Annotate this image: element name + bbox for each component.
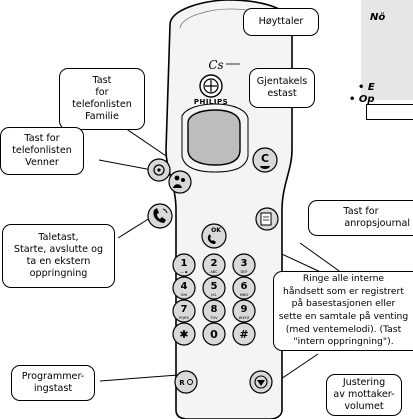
redial-callout: Gjentakels estast [249,68,315,108]
callout-line: Tast for [24,133,60,144]
keypad-digit: 5 [211,281,218,292]
keypad-digit: 2 [211,258,218,269]
keypad-letters: TUV [209,316,218,320]
display-screen [187,109,241,166]
intercom-ok-key[interactable]: OK [201,223,227,249]
callout-line: telefonlisten [72,99,132,110]
keypad-digit: 9 [241,304,248,315]
keypad-digit: 4 [181,281,188,292]
keypad-letters: GHI [181,293,188,297]
keypad-digit: ✱ [179,328,188,341]
keypad-digit: 7 [181,304,188,315]
talk-key[interactable] [147,203,173,229]
callout-line: Tast [92,75,112,86]
callout-line: Justering [342,377,386,388]
callout-line: Venner [25,157,59,168]
callout-line: "intern oppringning"). [293,336,394,348]
side-info-panel [361,0,413,100]
keypad-key[interactable]: # [232,322,256,346]
side-text-1: Nö [370,12,386,23]
callout-line: (med ventemelodi). (Tast [285,323,402,335]
program-r-key[interactable]: R [174,370,198,394]
keypad-letters: JKL [210,293,216,297]
keypad-digit: 6 [241,281,248,292]
program-key-callout: Programmer- ingstast [11,365,95,401]
keypad-key[interactable]: 1— ▪ [172,253,196,277]
callout-line: på basestasjonen eller [291,298,396,310]
keypad-letters: ABC [210,270,218,274]
callout-line: telefonlisten [12,145,72,156]
side-text-2: • E [358,82,375,93]
keypad-digit: 8 [211,304,218,315]
side-text-3: • Op [349,94,375,105]
volume-callout: Justering av mottaker- volumet [326,374,402,416]
callout-line: oppringning [29,268,88,279]
svg-text:C: C [261,152,269,165]
keypad-letters: PQRS [179,316,189,320]
keypad-digit: # [239,328,248,341]
callout-line: Tast for [343,206,379,217]
callout-line: Programmer- [21,371,85,382]
speaker-icon [199,74,223,98]
redial-key[interactable]: C [252,147,278,173]
numeric-keypad: 1— ▪2ABC3DEF4GHI5JKL6MNO7PQRS8TUV9WXYZ✱0… [172,253,256,346]
callout-line: sette en samtale på venting [278,311,409,322]
call-log-callout: Tast for anropsjournal [308,200,413,236]
callout-line: av mottaker- [333,389,395,400]
speaker-callout: Høyttaler [243,8,319,36]
callout-line: Gjentakels [256,76,308,87]
callout-line: ingstast [33,383,73,394]
side-panel-box [366,104,413,120]
friends-key-callout: Tast for telefonlisten Venner [0,127,84,175]
callout-line: håndsett som er registrert [283,285,404,297]
callout-line: anropsjournal [344,218,410,229]
callout-line: for [95,87,109,98]
friends-phonebook-key[interactable] [147,158,171,182]
callout-line: Høyttaler [258,16,304,27]
callout-line: Taletast, [38,232,79,243]
keypad-digit: 1 [181,258,188,269]
model-script: Cs [208,58,223,72]
keypad-letters: MNO [240,293,249,297]
keypad-key[interactable]: ✱ [172,322,196,346]
callout-line: Familie [85,111,119,122]
keypad-letters: DEF [240,270,247,274]
volume-key[interactable] [249,370,273,394]
keypad-digit: 0 [210,328,218,341]
family-phonebook-key[interactable] [168,170,192,194]
intercom-callout: Ringe alle interne håndsett som er regis… [273,271,413,351]
talk-key-callout: Taletast, Starte, avslutte og ta en ekst… [2,224,115,288]
callout-line: volumet [344,401,384,412]
keypad-letters: WXYZ [239,316,250,320]
keypad-letters: — ▪ [180,270,188,274]
callout-line: Ringe alle interne [302,273,385,285]
callout-line: ta en ekstern [26,256,91,267]
svg-text:R: R [179,379,185,387]
keypad-digit: 3 [241,258,248,269]
svg-text:OK: OK [211,227,221,234]
keypad-key[interactable]: 0 [202,322,226,346]
call-log-key[interactable] [255,207,279,231]
brand-logo: PHILIPS [194,98,228,106]
callout-line: estast [267,88,297,99]
family-key-callout: Tast for telefonlisten Familie [59,68,145,130]
callout-line: Starte, avslutte og [13,244,104,255]
